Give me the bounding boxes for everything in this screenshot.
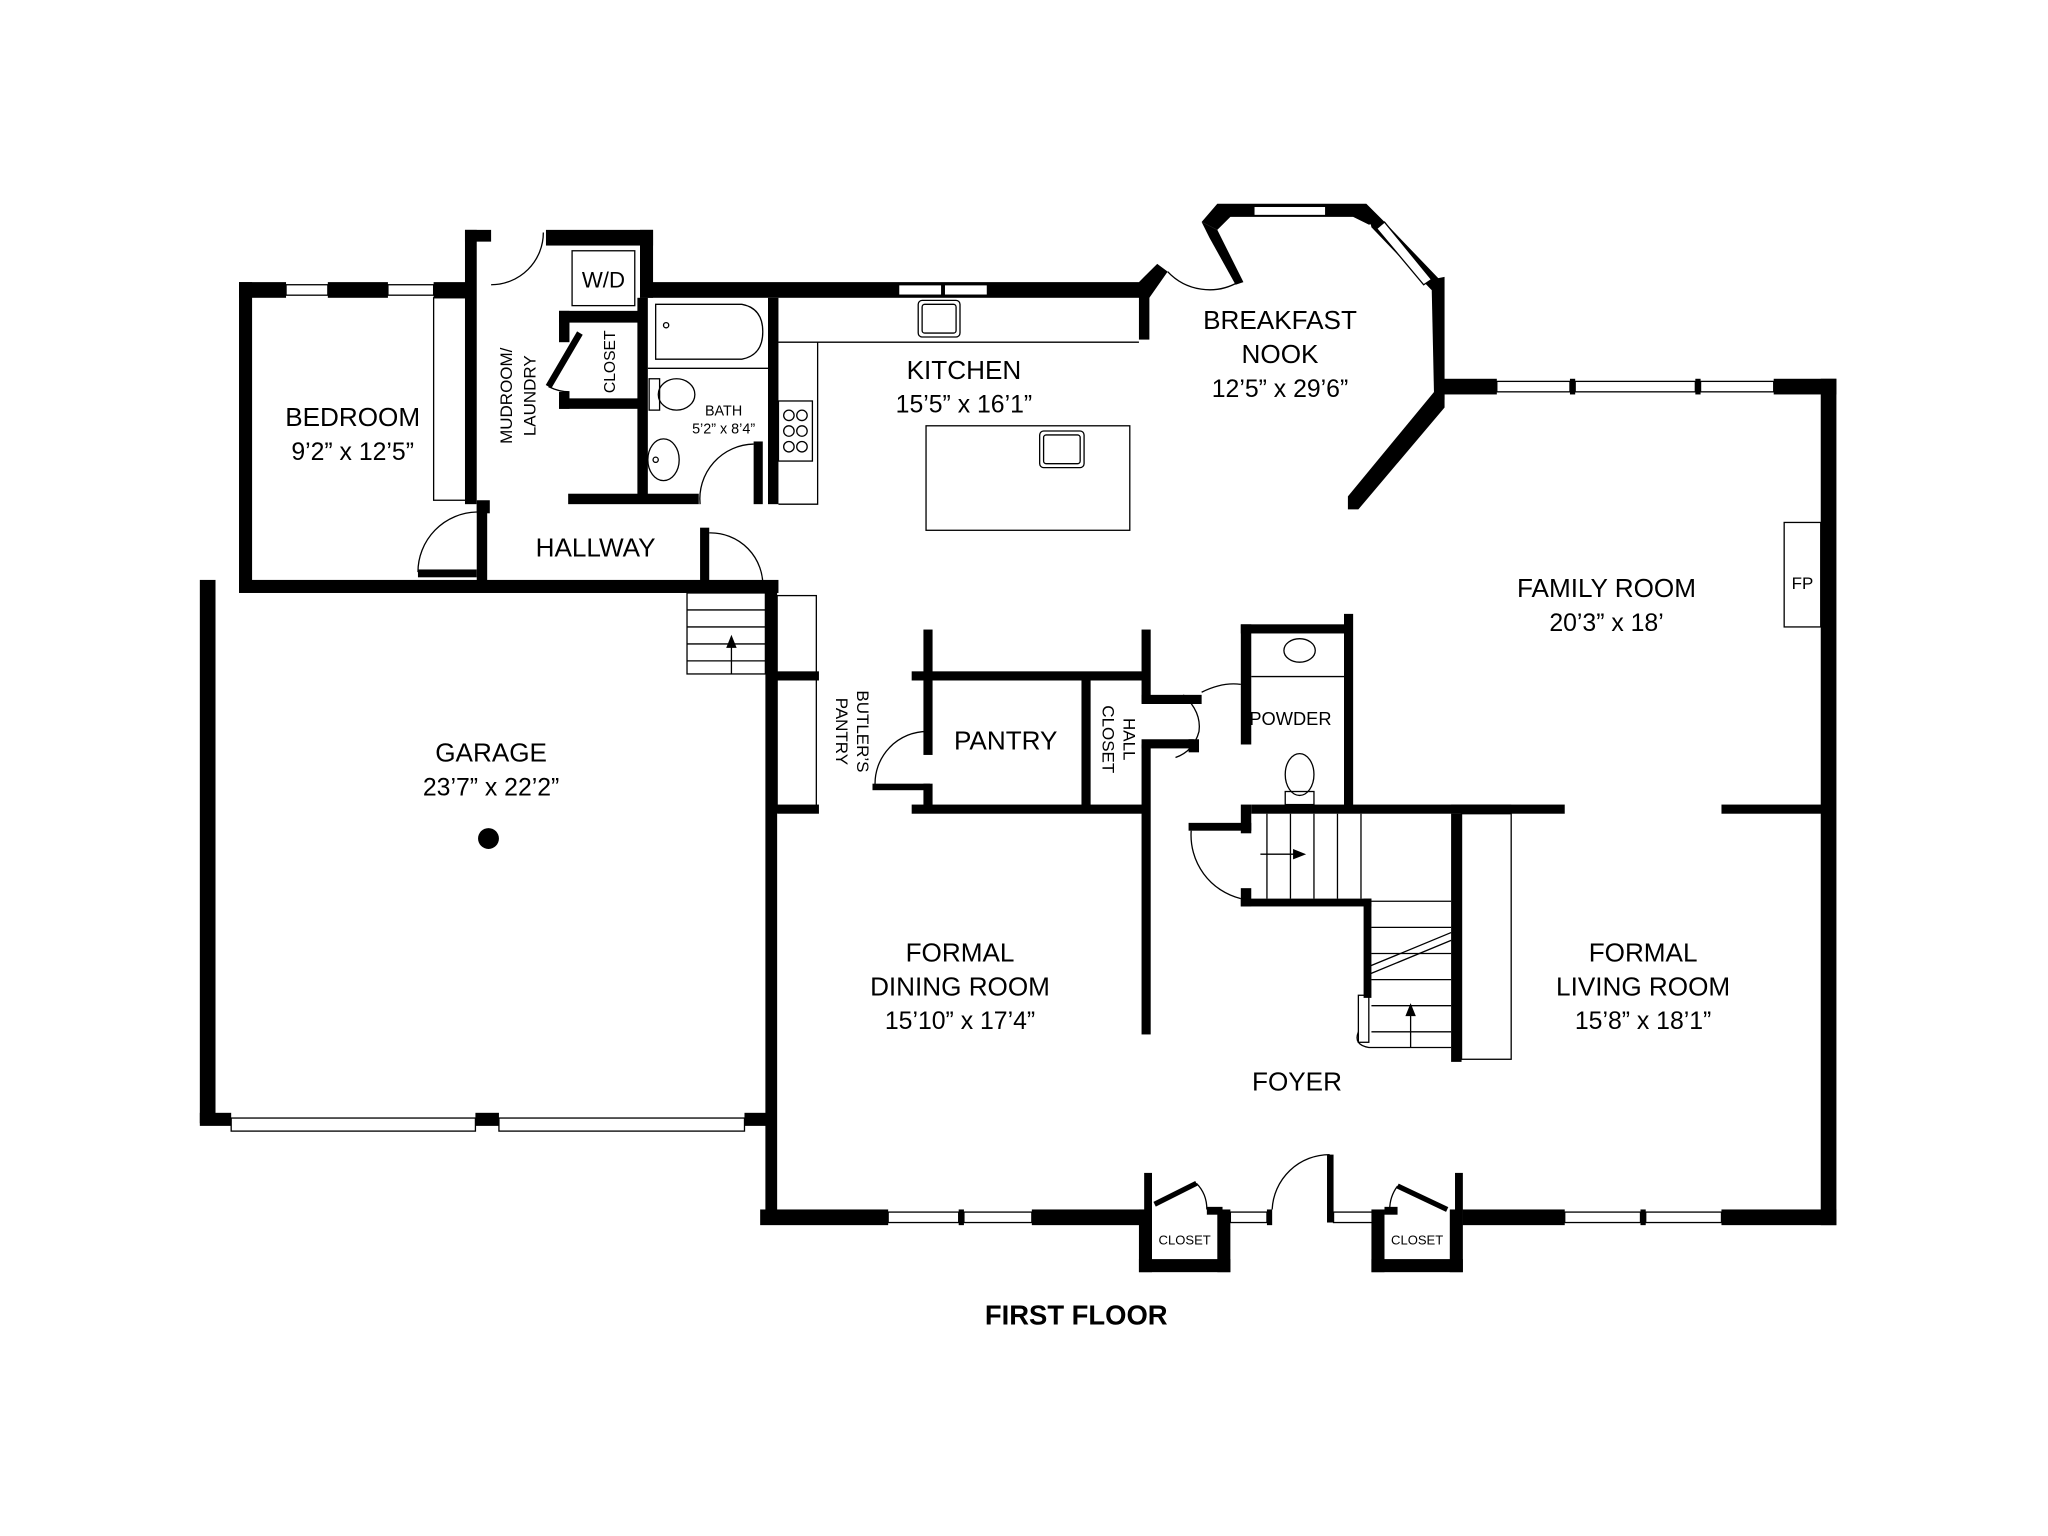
dining-dims: 15’10” x 17’4” bbox=[885, 1008, 1035, 1035]
butlers-pantry-label-2: PANTRY bbox=[832, 698, 851, 765]
front-closet-left-label: CLOSET bbox=[1159, 1233, 1211, 1248]
living-label-2: LIVING ROOM bbox=[1556, 971, 1730, 1001]
powder-walls bbox=[1141, 613, 1354, 810]
powder-label: POWDER bbox=[1249, 708, 1331, 729]
kitchen-label: KITCHEN bbox=[907, 355, 1022, 385]
garage-dims: 23’7” x 22’2” bbox=[423, 774, 559, 801]
pantry-label: PANTRY bbox=[954, 726, 1058, 756]
stairs bbox=[1188, 804, 1565, 1062]
fireplace-label: FP bbox=[1792, 574, 1814, 593]
dining-label-1: FORMAL bbox=[906, 937, 1015, 967]
hall-closet-label-2: CLOSET bbox=[1098, 705, 1117, 773]
bedroom-dims: 9’2” x 12’5” bbox=[291, 439, 414, 466]
mudroom-label-2: LAUNDRY bbox=[521, 355, 540, 436]
kitchen-walls bbox=[640, 263, 1168, 531]
garage-marker bbox=[478, 828, 499, 849]
bath-fixtures bbox=[647, 303, 771, 505]
garage-label: GARAGE bbox=[435, 737, 547, 767]
bedroom-walls bbox=[239, 282, 476, 591]
bath-dims: 5’2” x 8’4” bbox=[692, 422, 755, 438]
mudroom-walls bbox=[464, 229, 699, 514]
kitchen-dims: 15’5” x 16’1” bbox=[896, 392, 1032, 419]
floor-title: FIRST FLOOR bbox=[985, 1299, 1168, 1330]
mudroom-closet-label: CLOSET bbox=[602, 330, 619, 393]
breakfast-label-1: BREAKFAST bbox=[1203, 305, 1357, 335]
family-room-dims: 20’3” x 18’ bbox=[1549, 610, 1663, 637]
bedroom-label: BEDROOM bbox=[285, 402, 420, 432]
bath-label: BATH bbox=[705, 403, 742, 419]
hall-closet-label-1: HALL bbox=[1119, 718, 1138, 760]
front-wall bbox=[760, 1153, 1837, 1273]
foyer-label: FOYER bbox=[1252, 1067, 1342, 1097]
breakfast-label-2: NOOK bbox=[1242, 339, 1319, 369]
garage-walls bbox=[199, 579, 778, 1223]
breakfast-nook-walls bbox=[1167, 203, 1445, 510]
breakfast-dims: 12’5” x 29’6” bbox=[1212, 376, 1348, 403]
living-dims: 15’8” x 18’1” bbox=[1575, 1008, 1711, 1035]
mudroom-label-1: MUDROOM/ bbox=[497, 347, 516, 443]
pantry-walls bbox=[776, 594, 1151, 1035]
family-room-label: FAMILY ROOM bbox=[1517, 573, 1696, 603]
living-label-1: FORMAL bbox=[1589, 937, 1698, 967]
front-closet-right-label: CLOSET bbox=[1391, 1233, 1443, 1248]
butlers-pantry-label-1: BUTLER’S bbox=[853, 690, 872, 772]
hallway-walls bbox=[239, 504, 779, 593]
dining-label-2: DINING ROOM bbox=[870, 971, 1050, 1001]
wd-label: W/D bbox=[582, 267, 625, 292]
family-room-walls bbox=[1434, 378, 1837, 1226]
hallway-label: HALLWAY bbox=[536, 532, 656, 562]
